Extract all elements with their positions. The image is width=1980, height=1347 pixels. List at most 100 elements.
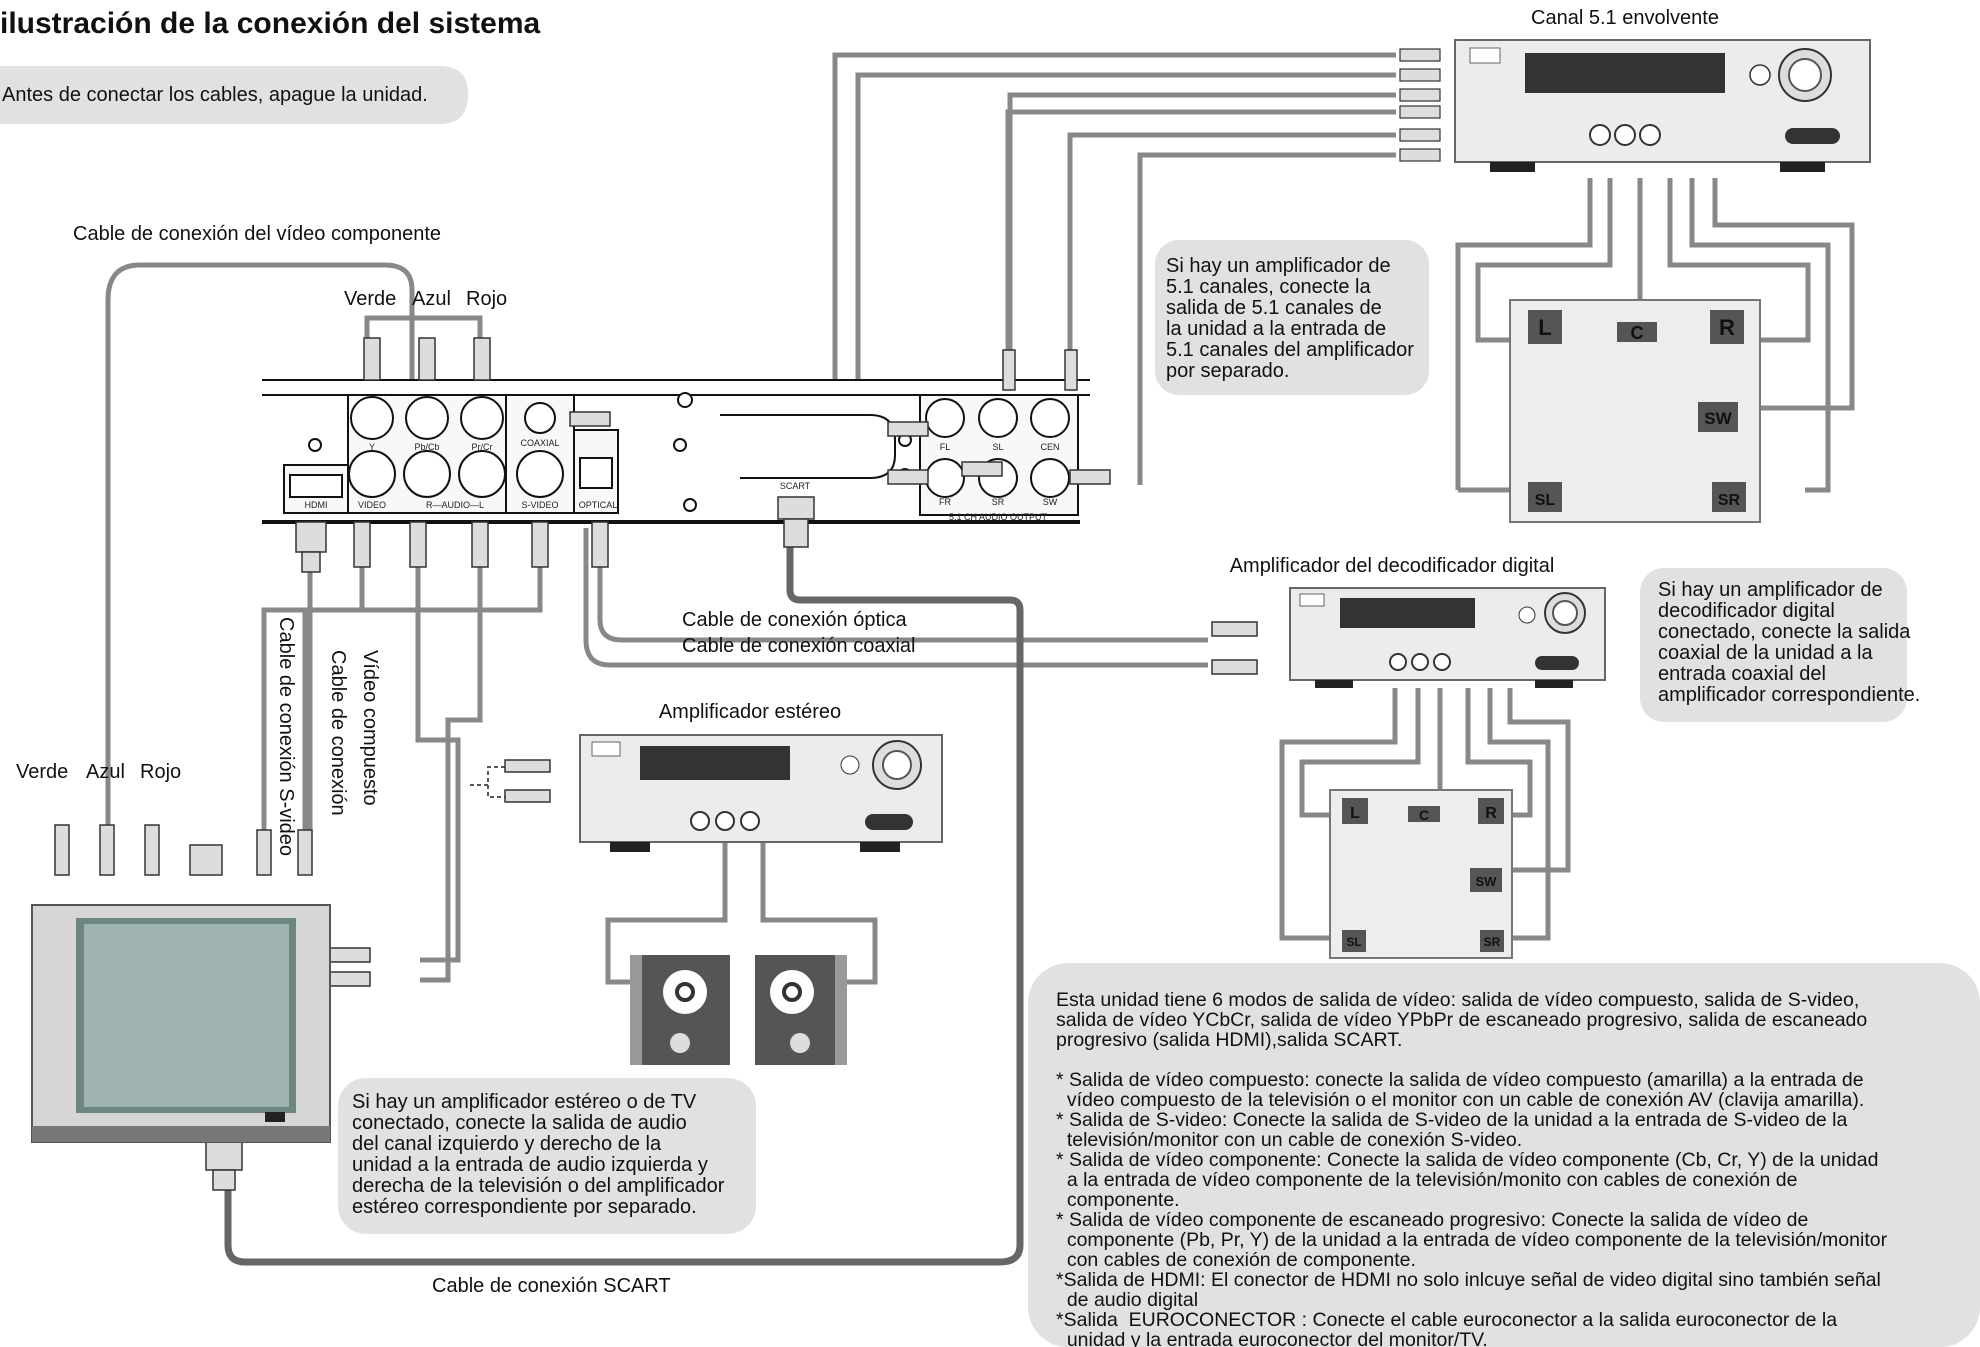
amp-input-plugs [1399, 48, 1441, 162]
warning-box [0, 66, 468, 124]
svg-text:de audio digital: de audio digital [1056, 1289, 1198, 1311]
dotted-link [470, 766, 505, 798]
coaxial-cable-label: Cable de conexión coaxial [682, 635, 916, 657]
svg-text:salida de vídeo YCbCr, salida: salida de vídeo YCbCr, salida de vídeo Y… [1056, 1009, 1867, 1031]
port-label-audio: R—AUDIO—L [426, 500, 484, 510]
svg-text:Si hay un amplificador de: Si hay un amplificador de [1166, 255, 1391, 277]
plugs [54, 337, 1258, 1191]
label-red-top: Rojo [466, 288, 507, 310]
port-label-coaxial: COAXIAL [520, 438, 559, 448]
svg-text:Si hay un amplificador estéreo: Si hay un amplificador estéreo o de TV [352, 1091, 697, 1113]
svg-text:progresivo (salida HDMI),salid: progresivo (salida HDMI),salida SCART. [1056, 1029, 1402, 1051]
label-red-tv: Rojo [140, 761, 181, 783]
stereo-amplifier [579, 734, 943, 852]
dec-speaker-c: C [1419, 807, 1429, 823]
svg-text:* Salida de vídeo compuesto: c: * Salida de vídeo compuesto: conecte la … [1056, 1069, 1864, 1091]
svg-text:* Salida de vídeo componente d: * Salida de vídeo componente de escanead… [1056, 1209, 1808, 1231]
svg-text:coaxial de la unidad a la: coaxial de la unidad a la [1658, 642, 1873, 664]
optical-cable-label: Cable de conexión óptica [682, 609, 907, 631]
svg-text:*Salida EUROCONECTOR : Conect: *Salida EUROCONECTOR : Conecte el cable … [1056, 1309, 1837, 1331]
svg-text:conectado, conecte la salida d: conectado, conecte la salida de audio [352, 1112, 687, 1134]
modes-note-box [1028, 963, 1980, 1347]
svg-text:Esta unidad tiene 6 modos de s: Esta unidad tiene 6 modos de salida de v… [1056, 989, 1859, 1011]
decoder-note-box [1640, 568, 1907, 722]
dec-speaker-l: L [1350, 805, 1360, 822]
scart-cable [224, 545, 1024, 1266]
stereo-amp-label: Amplificador estéreo [659, 701, 841, 723]
svg-text:estéreo correspondiente por se: estéreo correspondiente por separado. [352, 1196, 697, 1218]
dec-speaker-sr: SR [1484, 935, 1501, 949]
svg-text:unidad y la entrada euroconect: unidad y la entrada euroconector del mon… [1056, 1329, 1488, 1347]
port-label-fl: FL [940, 442, 951, 452]
svg-text:*Salida de HDMI: El conector d: *Salida de HDMI: El conector de HDMI no … [1056, 1269, 1881, 1291]
svg-text:5.1 canales del amplificador: 5.1 canales del amplificador [1166, 339, 1414, 361]
decoder-speakers: L C R SW SL SR [1342, 798, 1504, 952]
port-label-pr: Pr/Cr [472, 442, 493, 452]
video-modes-note: Esta unidad tiene 6 modos de salida de v… [1056, 989, 1888, 1347]
port-label-cen: CEN [1040, 442, 1059, 452]
svg-text:5.1 canales, conecte la: 5.1 canales, conecte la [1166, 276, 1371, 298]
television [31, 904, 331, 1143]
composite-cable-label-1: Cable de conexión [327, 650, 349, 816]
warning-text: Antes de conectar los cables, apague la … [2, 84, 428, 106]
port-label-sr: SR [992, 497, 1005, 507]
dec-speaker-r: R [1485, 805, 1497, 822]
speaker-r: R [1719, 315, 1735, 340]
svideo-cable-label: Cable de conexión S-video [275, 617, 297, 856]
svg-text:componente.: componente. [1056, 1189, 1180, 1211]
svg-text:salida de 5.1 canales de: salida de 5.1 canales de [1166, 297, 1382, 319]
surround-note: Si hay un amplificador de 5.1 canales, c… [1166, 255, 1414, 382]
svg-text:televisión/monitor con un cabl: televisión/monitor con un cable de conex… [1056, 1129, 1522, 1151]
svg-text:* Salida de S-video: Conecte l: * Salida de S-video: Conecte la salida d… [1056, 1109, 1848, 1131]
port-label-y: Y [369, 442, 375, 452]
svg-text:entrada coaxial del: entrada coaxial del [1658, 663, 1826, 685]
port-label-sl: SL [992, 442, 1003, 452]
port-label-svideo: S-VIDEO [521, 500, 558, 510]
svg-text:decodificador digital: decodificador digital [1658, 600, 1835, 622]
port-label-sw: SW [1043, 497, 1058, 507]
surround-note-box [1155, 240, 1429, 395]
port-label-video: VIDEO [358, 500, 386, 510]
decoder-amp-label: Amplificador del decodificador digital [1230, 555, 1555, 577]
speaker-c: C [1631, 323, 1644, 343]
svg-text:unidad a la entrada de audio i: unidad a la entrada de audio izquierda y [352, 1154, 708, 1176]
port-label-audio-output: 5.1 CH AUDIO OUTPUT [949, 512, 1048, 522]
stereo-note-box [338, 1078, 756, 1234]
svg-text:componente (Pb, Pr, Y) de la u: componente (Pb, Pr, Y) de la unidad a la… [1056, 1229, 1888, 1251]
speaker-sr: SR [1718, 492, 1741, 509]
svg-text:por separado.: por separado. [1166, 360, 1289, 382]
component-cable-label: Cable de conexión del vídeo componente [73, 223, 441, 245]
cables [105, 52, 1855, 985]
svg-text:Si hay un amplificador de: Si hay un amplificador de [1658, 579, 1883, 601]
label-green-tv: Verde [16, 761, 68, 783]
svg-text:del canal izquierdo y derecho: del canal izquierdo y derecho de la [352, 1133, 662, 1155]
player-back-panel [262, 379, 1090, 528]
dec-speaker-sl: SL [1346, 935, 1361, 949]
svg-text:derecha de la televisión o del: derecha de la televisión o del amplifica… [352, 1175, 725, 1197]
decoder-note: Si hay un amplificador de decodificador … [1658, 579, 1920, 706]
speaker-sl: SL [1535, 492, 1556, 509]
speaker-sw: SW [1704, 409, 1732, 428]
svg-text:vídeo compuesto de la televisi: vídeo compuesto de la televisión o el mo… [1056, 1089, 1864, 1111]
port-label-pb: Pb/Cb [414, 442, 439, 452]
label-blue-tv: Azul [86, 761, 125, 783]
dec-speaker-sw: SW [1476, 874, 1498, 889]
svg-text:a la entrada de vídeo componen: a la entrada de vídeo componente de la t… [1056, 1169, 1798, 1191]
surround-speakers: L C R SW SL SR [1528, 310, 1746, 512]
svg-text:conectado, conecte la salida: conectado, conecte la salida [1658, 621, 1911, 643]
port-label-hdmi: HDMI [305, 500, 328, 510]
svg-text:con cables de conexión de comp: con cables de conexión de componente. [1056, 1249, 1416, 1271]
stereo-speakers [630, 955, 847, 1065]
label-blue-top: Azul [412, 288, 451, 310]
port-label-fr: FR [939, 497, 951, 507]
surround-amplifier [1454, 39, 1871, 172]
page-title: ilustración de la conexión del sistema [0, 7, 540, 40]
stereo-note: Si hay un amplificador estéreo o de TV c… [352, 1091, 725, 1218]
surround-label: Canal 5.1 envolvente [1531, 7, 1719, 29]
composite-cable-label-2: Vídeo compuesto [359, 650, 381, 806]
port-label-optical: OPTICAL [579, 500, 618, 510]
speaker-l: L [1538, 315, 1551, 340]
svg-text:la unidad a la entrada de: la unidad a la entrada de [1166, 318, 1386, 340]
port-label-scart: SCART [780, 481, 811, 491]
